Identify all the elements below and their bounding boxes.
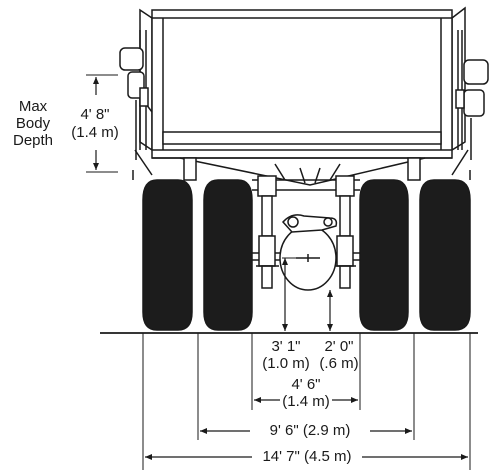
tire-inner-left <box>203 179 253 331</box>
overall-width-value: 14' 7" (4.5 m) <box>262 448 352 465</box>
max-body-depth-caption: Max Body Depth <box>10 98 56 149</box>
max-body-depth-imperial: 4' 8" <box>62 106 128 124</box>
tire-outer-right <box>419 179 471 331</box>
dimension-ground-clearance-axle <box>282 257 300 331</box>
ground-clearance-center-value: 2' 0" (.6 m) <box>314 338 364 372</box>
dimension-max-body-depth <box>86 74 118 173</box>
right-tail-light <box>455 89 465 109</box>
ground-clearance-axle-value: 3' 1" (1.0 m) <box>258 338 314 372</box>
left-tail-light <box>139 87 149 107</box>
max-body-depth-metric: (1.4 m) <box>62 124 128 142</box>
dual-center-width-value: 9' 6" (2.9 m) <box>269 422 351 439</box>
ground-clearance-center-metric: (.6 m) <box>319 355 359 372</box>
max-body-depth-value: 4' 8" (1.4 m) <box>62 106 128 142</box>
inner-tire-spacing-metric: (1.4 m) <box>282 393 330 410</box>
ground-clearance-axle-imperial: 3' 1" <box>271 338 301 355</box>
ground-clearance-center-imperial: 2' 0" <box>324 338 354 355</box>
inner-tire-spacing-value: 4' 6" (1.4 m) <box>272 376 340 410</box>
caption-line-2: Body <box>15 115 51 132</box>
tire-outer-left <box>142 179 193 331</box>
inner-tire-spacing-imperial: 4' 6" <box>291 376 321 393</box>
caption-line-1: Max <box>18 98 48 115</box>
tire-inner-right <box>359 179 409 331</box>
caption-line-3: Depth <box>12 132 54 149</box>
ground-clearance-axle-metric: (1.0 m) <box>262 355 310 372</box>
dump-body <box>132 6 471 186</box>
right-mirror <box>463 59 489 160</box>
rear-axle-assembly <box>252 175 360 291</box>
